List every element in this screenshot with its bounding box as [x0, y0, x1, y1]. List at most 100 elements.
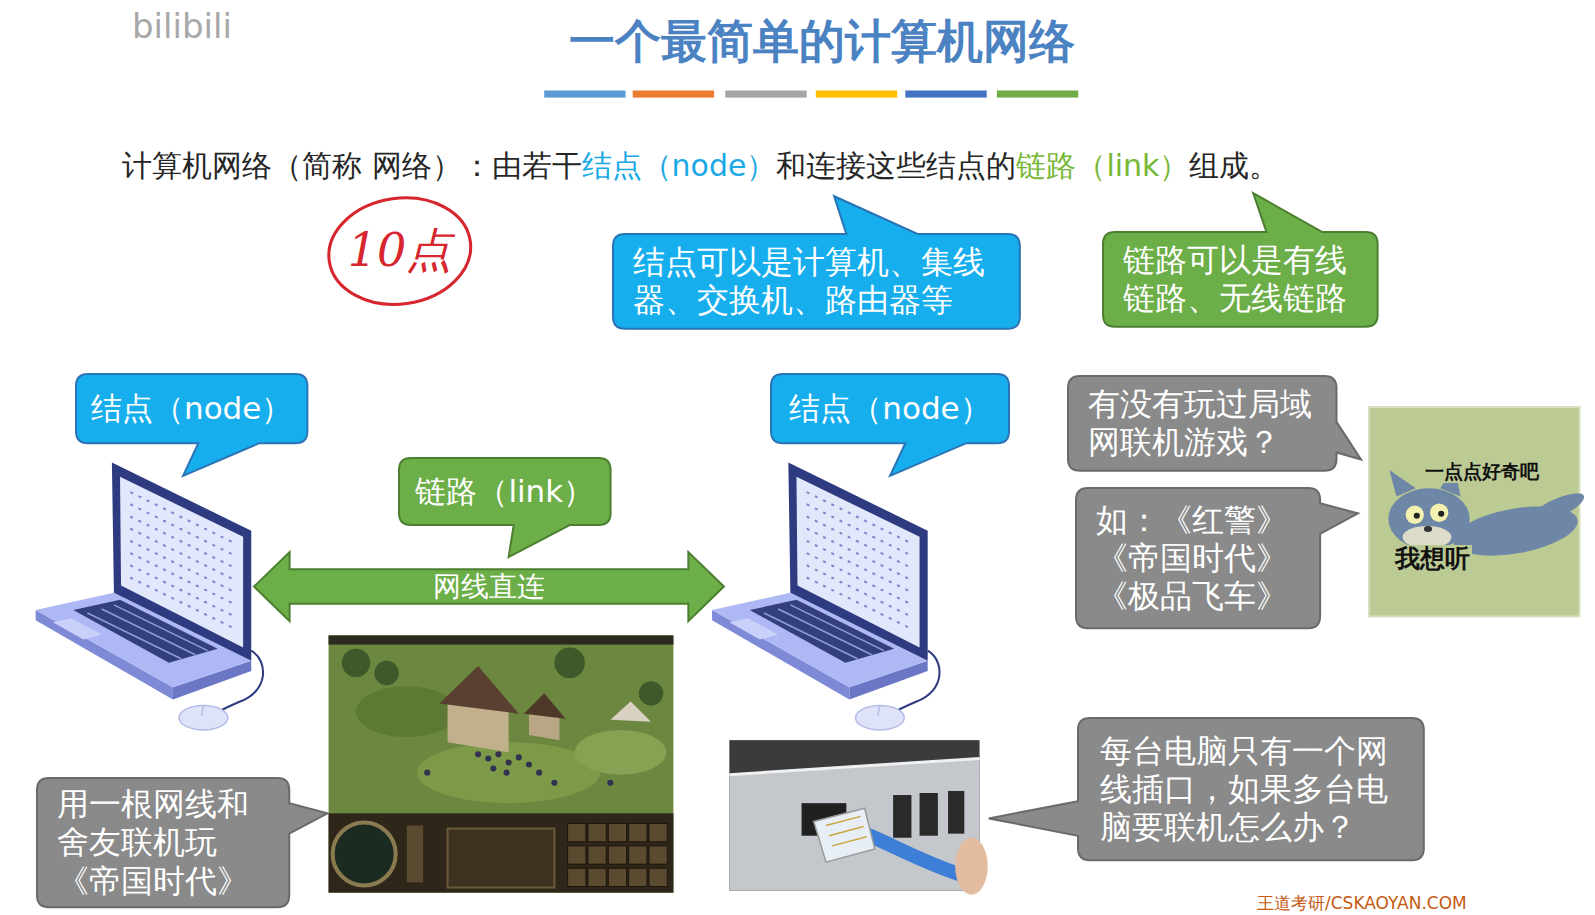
ethernet-port-photo-part [826, 816, 867, 845]
game-screenshot-part [575, 730, 667, 775]
cartoon-cat-part [1406, 506, 1424, 524]
game-screenshot-part-part [629, 846, 647, 864]
handwritten-circle [322, 189, 478, 314]
callout-text: 用一根网线和舍友联机玩《帝国时代》 [57, 785, 269, 900]
cartoon-cat-part [1430, 504, 1448, 522]
meme-caption: 我想听 [1393, 545, 1472, 574]
callout-bubble: 如：《红警》《帝国时代》《极品飞车》 [1076, 488, 1320, 628]
watermark: bilibili [132, 6, 232, 47]
ethernet-port-photo-part [865, 834, 967, 877]
callout-text: 结点可以是计算机、集线器、交换机、路由器等 [633, 243, 1000, 320]
callout-outline [1076, 488, 1358, 628]
definition-line: 计算机网络（简称 网络）：由若干结点（node）和连接这些结点的链路（link）… [122, 146, 1279, 186]
game-screenshot-part [554, 648, 585, 679]
cartoon-cat-part [1388, 488, 1469, 549]
game-screenshot-part [568, 824, 668, 887]
game-screenshot-part [374, 661, 398, 685]
title-color-bars-part [544, 90, 625, 97]
game-screenshot-part-part [475, 751, 481, 757]
game-screenshot-part-part [588, 846, 606, 864]
game-screenshot-part-part [504, 770, 510, 776]
callout-text: 链路可以是有线链路、无线链路 [1123, 241, 1358, 318]
game-screenshot-part-part [649, 868, 667, 886]
game-screenshot-part [439, 666, 518, 714]
watermark: 王道考研/CSKAOYAN.COM [1257, 893, 1467, 913]
title-color-bars [544, 90, 1078, 97]
game-screenshot-part-part [649, 846, 667, 864]
game-screenshot-part [610, 702, 651, 722]
double-arrow: 网线直连 [254, 551, 724, 622]
title-color-bars-part [633, 90, 714, 97]
ethernet-port-photo [729, 740, 987, 895]
game-screenshot-part [524, 693, 566, 718]
game-screenshot-part-part [568, 868, 586, 886]
game-screenshot-part-part [608, 824, 626, 842]
node-label: 结点（node） [771, 374, 1009, 443]
game-screenshot-part-part [607, 780, 613, 786]
title-color-bars-part [997, 90, 1078, 97]
callout-bubble: 每台电脑只有一个网线插口，如果多台电脑要联机怎么办？ [1078, 718, 1424, 860]
game-screenshot-part [356, 686, 458, 737]
meme-caption: 一点点好奇吧 [1423, 461, 1541, 483]
game-screenshot-part-part [490, 766, 496, 772]
cartoon-cat-part [1424, 526, 1432, 532]
link-label: 链路（link） [399, 458, 611, 525]
game-screenshot-part-part [495, 751, 501, 757]
game-screenshot-part [329, 635, 674, 892]
game-screenshot-part-part [608, 868, 626, 886]
game-screenshot-part-part [588, 824, 606, 842]
slide-title: 一个最简单的计算机网络 [422, 12, 1222, 70]
ethernet-port-photo-part [955, 838, 988, 895]
laptop-right-part [712, 463, 939, 730]
callout-outline [76, 374, 307, 476]
meme-image-shape [1369, 407, 1580, 616]
callout-text: 结点（node） [789, 390, 990, 427]
meme-image: 一点点好奇吧我想听 [1369, 407, 1580, 616]
game-screenshot-part [639, 681, 663, 705]
handwritten-note: 10点 [348, 223, 453, 278]
game-screenshot-part-part [608, 846, 626, 864]
game-screenshot-part [424, 751, 613, 786]
node-label: 结点（node） [76, 374, 307, 443]
callout-bubble: 用一根网线和舍友联机玩《帝国时代》 [37, 778, 289, 907]
callout-text: 链路（link） [415, 473, 594, 510]
game-screenshot-part-part [536, 770, 542, 776]
double-arrow-body [254, 552, 724, 621]
callout-outline [1103, 193, 1378, 327]
game-screenshot-part-part [568, 824, 586, 842]
callout-outline [989, 718, 1424, 860]
cartoon-cat-part [1525, 487, 1588, 529]
game-screenshot-part-part [629, 824, 647, 842]
ethernet-port-photo-part [729, 758, 979, 774]
ethernet-port-photo-part [920, 793, 938, 836]
game-screenshot-part-part [568, 846, 586, 864]
game-screenshot-part-part [629, 868, 647, 886]
game-screenshot-part [448, 829, 555, 888]
arrow-label: 网线直连 [433, 573, 545, 601]
definition-text: 和连接这些结点的 [776, 146, 1016, 186]
game-screenshot [329, 635, 674, 892]
game-screenshot-part-part [588, 868, 606, 886]
ethernet-port-photo-part [814, 808, 875, 862]
callout-outline [37, 778, 328, 907]
game-screenshot-part-part [551, 780, 557, 786]
callout-bubble: 链路可以是有线链路、无线链路 [1103, 232, 1378, 327]
laptop-left-part [36, 463, 263, 730]
game-screenshot-part-part [526, 761, 532, 767]
title-color-bars-part [816, 90, 897, 97]
definition-text: 组成。 [1189, 146, 1279, 186]
game-screenshot-part-part [649, 824, 667, 842]
game-screenshot-part [329, 635, 674, 644]
cartoon-cat-part [1414, 513, 1420, 519]
game-screenshot-part [342, 649, 370, 677]
definition-text: 计算机网络（简称 网络）：由若干 [122, 146, 582, 186]
callout-outline [1068, 376, 1361, 471]
ethernet-port-photo-part [948, 791, 964, 834]
game-screenshot-part [407, 826, 423, 883]
definition-term: 结点（node） [582, 146, 777, 186]
callout-bubble: 有没有玩过局域网联机游戏？ [1068, 376, 1337, 471]
game-screenshot-part-part [424, 770, 430, 776]
ethernet-port-photo-part [893, 795, 911, 838]
cartoon-cat-part [1438, 511, 1444, 517]
